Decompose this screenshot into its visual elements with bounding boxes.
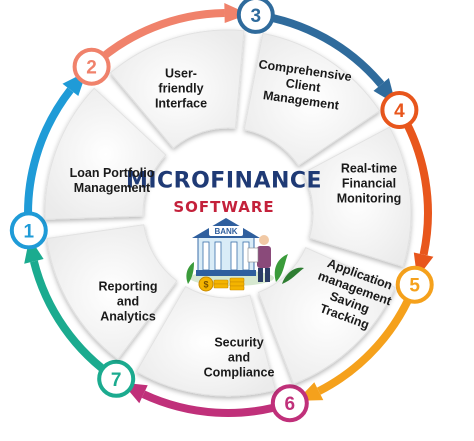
segment-7 bbox=[46, 224, 178, 360]
step-badge-6: 6 bbox=[270, 384, 309, 423]
step-badge-4: 4 bbox=[380, 91, 419, 129]
step-number: 5 bbox=[409, 276, 420, 297]
bank-illustration: BANK $ bbox=[186, 218, 304, 292]
step-label-6: Security and Compliance bbox=[203, 335, 275, 380]
step-badge-1: 1 bbox=[9, 211, 48, 250]
step-label-4: Real-time Financial Monitoring bbox=[336, 161, 402, 206]
segment-1 bbox=[44, 87, 167, 220]
segment-4 bbox=[302, 126, 412, 267]
step-number: 3 bbox=[251, 6, 262, 27]
segment-group bbox=[44, 29, 412, 397]
step-number: 7 bbox=[111, 370, 122, 391]
segment-2 bbox=[109, 29, 245, 149]
segment-6 bbox=[136, 286, 276, 397]
svg-text:$: $ bbox=[203, 280, 208, 290]
arrow-ring: 1 2 3 4 5 6 7 bbox=[9, 0, 434, 423]
step-badge-5: 5 bbox=[395, 265, 434, 304]
segment-5 bbox=[258, 247, 396, 385]
title-main: MICROFINANCE bbox=[125, 168, 323, 194]
step-label-2: User- friendly Interface bbox=[154, 66, 208, 111]
step-badge-2: 2 bbox=[72, 47, 111, 86]
bank-sign-text: BANK bbox=[214, 227, 237, 236]
step-number: 2 bbox=[86, 58, 97, 79]
title-sub: SOFTWARE bbox=[173, 198, 275, 216]
step-badge-3: 3 bbox=[236, 0, 275, 34]
segment-3 bbox=[243, 32, 381, 166]
step-badge-7: 7 bbox=[97, 359, 136, 398]
step-label-1: Loan Portfolio Management bbox=[69, 166, 155, 195]
ring-arc-6 bbox=[141, 390, 292, 417]
step-number: 1 bbox=[24, 221, 35, 242]
step-number: 4 bbox=[394, 101, 405, 122]
step-number: 6 bbox=[285, 394, 296, 415]
step-label-7: Reporting and Analytics bbox=[98, 279, 158, 324]
arrowhead-2 bbox=[224, 3, 249, 23]
